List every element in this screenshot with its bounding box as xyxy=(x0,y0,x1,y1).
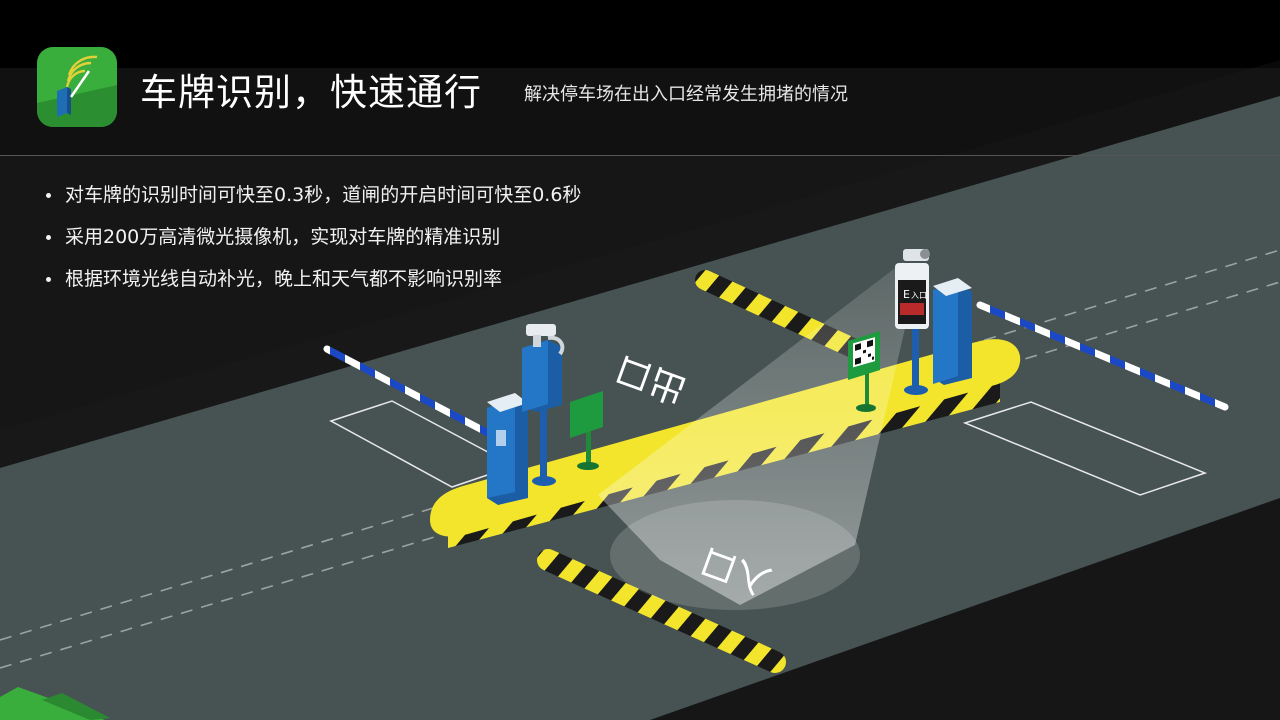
top-band xyxy=(0,0,1280,68)
app-logo xyxy=(37,47,117,127)
header-background xyxy=(0,68,1280,156)
left-sign xyxy=(570,391,603,470)
speed-bump-bottom xyxy=(537,549,786,673)
left-terminal xyxy=(487,393,528,505)
barrier-arm-left xyxy=(323,345,494,438)
display-text: 入口 xyxy=(911,291,927,300)
light-pool xyxy=(610,500,860,610)
road-shoulder xyxy=(0,60,1280,468)
page-title: 车牌识别，快速通行 xyxy=(140,71,482,114)
parking-box-right xyxy=(962,401,1208,496)
right-camera-display: E 入口 xyxy=(895,249,930,395)
feature-text: 对车牌的识别时间可快至0.3秒，道闸的开启时间可快至0.6秒 xyxy=(65,184,582,206)
lane-line-top xyxy=(0,249,1280,641)
feature-text: 采用200万高清微光摄像机，实现对车牌的精准识别 xyxy=(65,226,501,248)
feature-item: 采用200万高清微光摄像机，实现对车牌的精准识别 xyxy=(44,222,581,264)
light-beam xyxy=(598,262,918,605)
qr-sign xyxy=(848,331,880,412)
header-divider xyxy=(0,155,1280,156)
right-terminal xyxy=(933,278,972,385)
parking-barrier-icon xyxy=(37,47,117,127)
bullet-dot xyxy=(46,277,51,282)
display-badge: E xyxy=(903,288,910,301)
bullet-dot xyxy=(46,193,51,198)
lane-line-bottom xyxy=(0,281,1280,669)
bullet-dot xyxy=(46,235,51,240)
green-corner-dark xyxy=(42,693,110,720)
feature-item: 对车牌的识别时间可快至0.3秒，道闸的开启时间可快至0.6秒 xyxy=(44,180,581,222)
page-subtitle: 解决停车场在出入口经常发生拥堵的情况 xyxy=(524,84,848,105)
feature-item: 根据环境光线自动补光，晚上和天气都不影响识别率 xyxy=(44,264,581,306)
feature-text: 根据环境光线自动补光，晚上和天气都不影响识别率 xyxy=(65,268,503,290)
left-camera-pole xyxy=(522,324,565,486)
barrier-arm-right xyxy=(976,301,1229,411)
road-surface xyxy=(0,96,1280,720)
feature-list: 对车牌的识别时间可快至0.3秒，道闸的开启时间可快至0.6秒 采用200万高清微… xyxy=(44,180,581,306)
